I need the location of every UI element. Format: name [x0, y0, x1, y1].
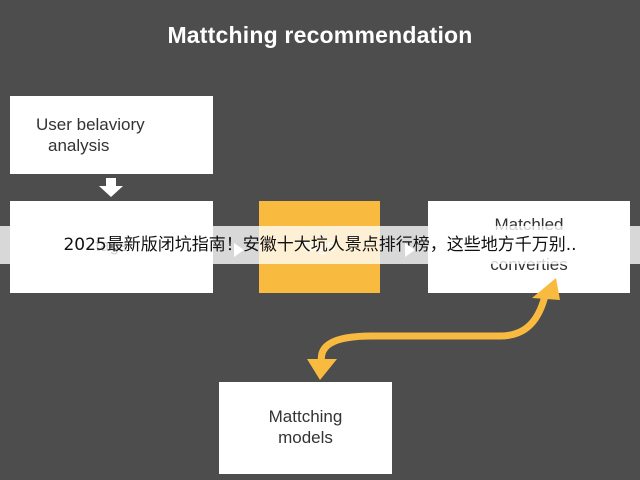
arrowhead-down-icon	[307, 359, 337, 380]
diagram-title: Mattching recommendation	[167, 22, 473, 48]
user-analysis-line-2: analysis	[48, 136, 110, 155]
matching-models-box: Mattching models	[219, 382, 392, 474]
down-arrow-icon	[99, 178, 123, 197]
user-behavior-analysis-box: User belaviory analysis	[10, 96, 213, 174]
user-analysis-line-1: User belaviory	[36, 115, 145, 134]
caption-banner: 2025最新版闭坑指南！安徽十大坑人景点排行榜，这些地方千万别..	[0, 226, 640, 264]
matching-models-line-1: Mattching	[268, 407, 343, 426]
bidirectional-curved-arrow	[317, 288, 550, 368]
matching-models-line-2: models	[278, 428, 333, 447]
